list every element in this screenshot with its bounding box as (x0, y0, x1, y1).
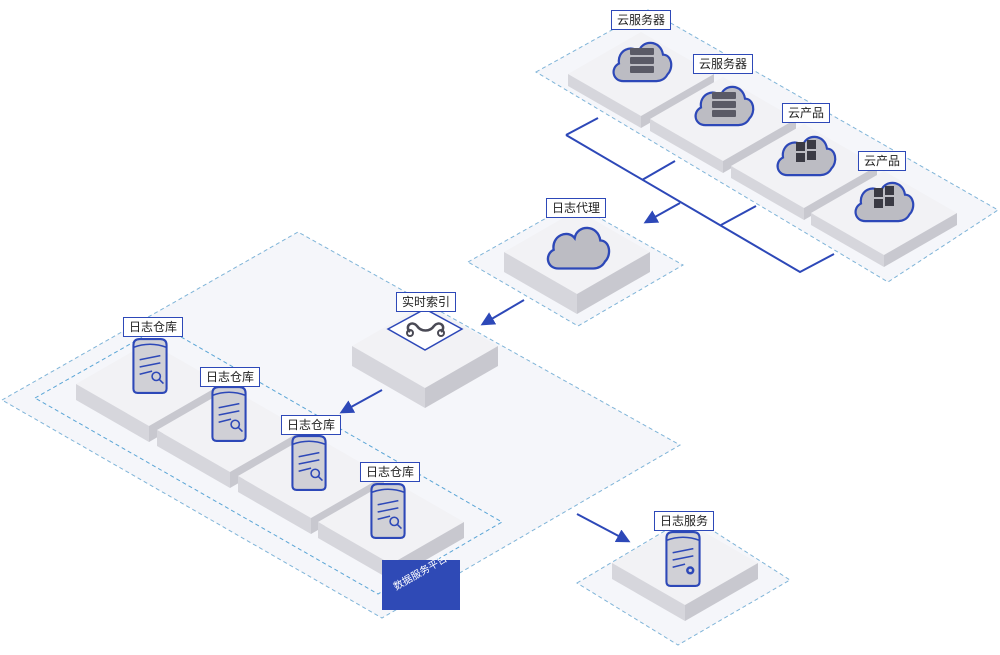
cloud-grid-icon (776, 135, 837, 177)
cloud-server-icon (612, 41, 673, 83)
log-agent-label: 日志代理 (545, 198, 607, 218)
document-search-icon (211, 385, 247, 443)
cloud-product-label: 云产品 (781, 103, 831, 123)
document-search-icon (370, 482, 406, 540)
block-log-service (612, 521, 758, 621)
log-service-label: 日志服务 (653, 511, 715, 531)
log-repo-label: 日志仓库 (280, 415, 342, 435)
document-search-icon (132, 337, 168, 395)
log-repo-label: 日志仓库 (199, 367, 261, 387)
log-repo-label: 日志仓库 (122, 317, 184, 337)
arrow-index-to-repo (339, 389, 383, 414)
cloud-server-icon (694, 85, 755, 127)
log-repo-label: 日志仓库 (359, 462, 421, 482)
data-platform-badge: 数据服务平台 (382, 553, 460, 610)
infinity-icon (386, 308, 464, 351)
cloud-product-label: 云产品 (857, 151, 907, 171)
arrow-platform-to-service (576, 513, 631, 543)
cloud-grid-icon (854, 181, 915, 223)
log-repo-cluster-region (33, 325, 503, 595)
arrow-agent-to-index (480, 299, 525, 326)
source-bus (565, 117, 835, 274)
cloud-server-label: 云服务器 (692, 54, 754, 74)
realtime-index-label: 实时索引 (395, 292, 457, 312)
document-search-icon (291, 434, 327, 492)
cloud-server-label: 云服务器 (610, 10, 672, 30)
document-gear-icon (665, 530, 701, 588)
